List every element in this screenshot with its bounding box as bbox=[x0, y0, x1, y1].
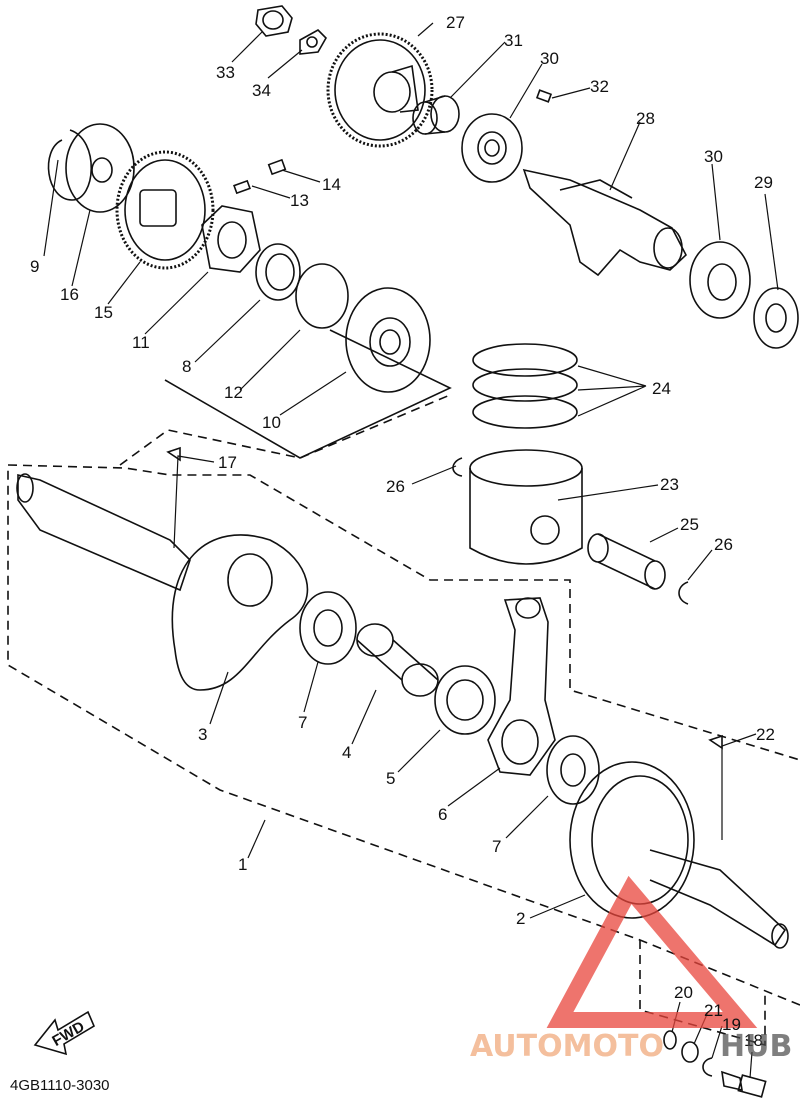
watermark-part2: HUB bbox=[720, 1029, 792, 1064]
label-23: 23 bbox=[660, 475, 679, 494]
label-25: 25 bbox=[680, 515, 699, 534]
oil-seal-part-29 bbox=[753, 287, 799, 349]
label-4: 4 bbox=[342, 743, 351, 762]
label-8: 8 bbox=[182, 357, 191, 376]
label-2: 2 bbox=[516, 909, 525, 928]
hub-part-11 bbox=[201, 205, 261, 273]
spring-part-13 bbox=[233, 179, 251, 195]
label-30-upper: 30 bbox=[540, 49, 559, 68]
label-13: 13 bbox=[290, 191, 309, 210]
lock-washer-part-34 bbox=[299, 29, 327, 55]
watermark-text: AUTOMOTO HUB bbox=[470, 1029, 792, 1064]
thrust-washer-part-7-right bbox=[546, 735, 600, 805]
label-33: 33 bbox=[216, 63, 235, 82]
label-11: 11 bbox=[132, 333, 150, 352]
thrust-washer-part-7-left bbox=[299, 591, 357, 665]
label-24: 24 bbox=[652, 379, 671, 398]
label-9: 9 bbox=[30, 257, 39, 276]
label-19: 19 bbox=[722, 1015, 741, 1034]
circlip-part-9 bbox=[47, 129, 92, 201]
fwd-arrow-icon bbox=[33, 1010, 96, 1056]
label-22: 22 bbox=[756, 725, 775, 744]
label-5: 5 bbox=[386, 769, 395, 788]
crank-pin-part-4 bbox=[356, 623, 439, 697]
label-16: 16 bbox=[60, 285, 79, 304]
bearing-group-outline bbox=[164, 329, 452, 459]
label-10: 10 bbox=[262, 413, 281, 432]
key-part-22 bbox=[708, 734, 723, 750]
label-26-right: 26 bbox=[714, 535, 733, 554]
label-18: 18 bbox=[744, 1031, 763, 1050]
washer-part-12 bbox=[295, 263, 349, 329]
label-6: 6 bbox=[438, 805, 447, 824]
label-32: 32 bbox=[590, 77, 609, 96]
crankshaft-left-part-1 bbox=[16, 473, 191, 592]
pin-part-14 bbox=[267, 158, 287, 176]
crank-web-part-2 bbox=[569, 761, 789, 949]
assembly-boundary-dashed bbox=[7, 464, 800, 1006]
bearing-part-30-right bbox=[689, 241, 751, 319]
label-34: 34 bbox=[252, 81, 271, 100]
label-28: 28 bbox=[636, 109, 655, 128]
piston-pin-part-25 bbox=[587, 533, 666, 590]
inner-group-dashed bbox=[119, 394, 451, 466]
clip-part-19 bbox=[702, 1057, 713, 1077]
washer-part-21 bbox=[681, 1041, 699, 1063]
piston-part-23 bbox=[469, 449, 583, 565]
bearing-part-30-upper bbox=[461, 113, 523, 183]
label-7-right: 7 bbox=[492, 837, 501, 856]
key-part-32 bbox=[535, 89, 553, 103]
connecting-rod-part-6 bbox=[487, 597, 556, 776]
nut-part-33 bbox=[255, 5, 293, 37]
right-bolt-dashed bbox=[639, 940, 766, 1047]
label-20: 20 bbox=[674, 983, 693, 1002]
piston-rings-part-24 bbox=[472, 343, 578, 429]
piston-pin-clip-part-26-right bbox=[678, 581, 689, 605]
label-12: 12 bbox=[224, 383, 243, 402]
plate-part-16 bbox=[65, 123, 135, 213]
label-27: 27 bbox=[446, 13, 465, 32]
leader-lines bbox=[43, 22, 779, 1079]
label-15: 15 bbox=[94, 303, 113, 322]
label-30-right: 30 bbox=[704, 147, 723, 166]
washer-part-20 bbox=[663, 1030, 677, 1050]
label-14: 14 bbox=[322, 175, 341, 194]
gear-part-15 bbox=[115, 150, 215, 270]
balancer-shaft-part-28 bbox=[522, 168, 687, 277]
gear-part-27 bbox=[326, 32, 434, 148]
needle-bearing-part-5 bbox=[434, 665, 496, 735]
diagram-code: 4GB1110-3030 bbox=[10, 1077, 110, 1094]
label-26-left: 26 bbox=[386, 477, 405, 496]
label-3: 3 bbox=[198, 725, 207, 744]
key-part-17 bbox=[166, 446, 181, 462]
label-17: 17 bbox=[218, 453, 237, 472]
watermark-part1: AUTOMOTO bbox=[470, 1029, 664, 1064]
bearing-part-10 bbox=[345, 287, 431, 393]
label-29: 29 bbox=[754, 173, 773, 192]
collar-part-8 bbox=[255, 243, 301, 301]
bolt-part-18 bbox=[721, 1070, 767, 1098]
label-1: 1 bbox=[238, 855, 247, 874]
label-7-left: 7 bbox=[298, 713, 307, 732]
collar-part-31 bbox=[412, 95, 460, 135]
part-labels: 33 34 27 31 30 32 28 30 29 14 13 9 16 15… bbox=[30, 13, 775, 1050]
label-21: 21 bbox=[704, 1001, 723, 1020]
crank-web-part-3 bbox=[171, 534, 309, 691]
label-31: 31 bbox=[504, 31, 523, 50]
watermark-logo-icon bbox=[546, 875, 758, 1028]
